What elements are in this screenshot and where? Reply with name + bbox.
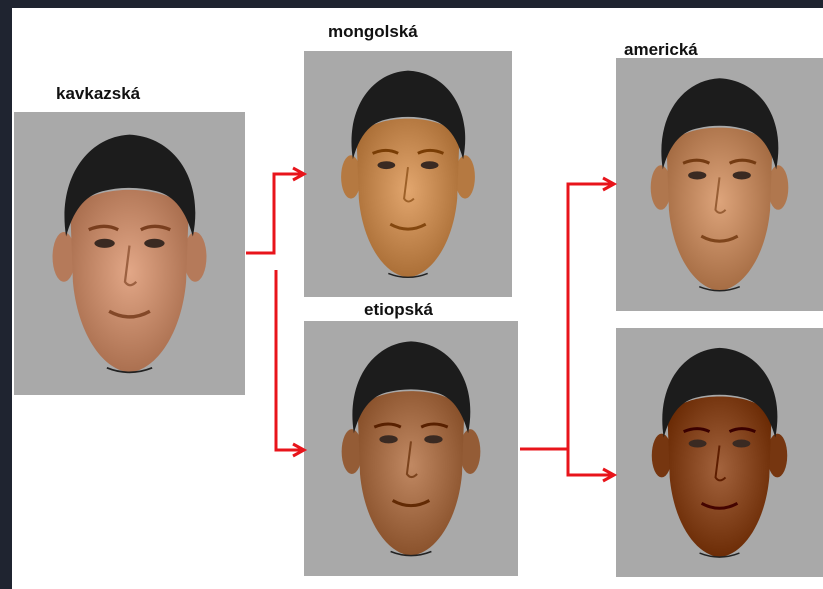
face-panel-ethiopian: [304, 321, 518, 576]
label-caucasian: kavkazská: [56, 84, 141, 103]
ear-left: [651, 433, 672, 478]
eye-right: [732, 439, 751, 448]
arrow-to-dark: [566, 449, 612, 477]
mouth: [389, 222, 427, 231]
mouth: [391, 499, 431, 508]
mouth: [700, 234, 739, 243]
diagram-canvas: kavkazská mongolská etiopská americká: [12, 8, 823, 589]
eye-left: [688, 439, 707, 448]
face-shape: [70, 189, 189, 373]
eye-right: [424, 435, 443, 444]
arrowhead-american: [602, 176, 618, 192]
mouth: [108, 309, 151, 319]
face-illustration: [341, 341, 481, 557]
arrowhead-ethiopian: [292, 442, 308, 458]
ear-left: [341, 429, 363, 474]
brow-right: [728, 427, 756, 433]
face-shape: [666, 127, 773, 291]
brow-right: [140, 224, 171, 232]
face-shape: [356, 118, 460, 278]
brow-right: [420, 422, 449, 429]
face-shape: [357, 391, 465, 556]
ear-left: [341, 155, 361, 199]
chin-line: [106, 367, 153, 374]
nose: [405, 441, 418, 479]
ear-right: [455, 155, 475, 199]
eye-left: [94, 238, 115, 248]
brow-left: [683, 427, 711, 433]
eye-right: [420, 161, 439, 170]
chin-line: [698, 286, 741, 292]
face-panel-dark: [616, 328, 823, 577]
brow-left: [373, 422, 402, 429]
ear-left: [52, 231, 76, 282]
brow-right: [728, 158, 757, 165]
chin-line: [388, 272, 428, 279]
chin-line: [699, 552, 740, 558]
hair-shape: [661, 78, 779, 170]
eye-left: [688, 171, 707, 180]
brow-left: [88, 224, 119, 232]
face-panel-american: [616, 58, 823, 311]
arrow-to-american: [520, 182, 612, 451]
brow-left: [682, 158, 711, 165]
ear-right: [459, 429, 481, 474]
label-american: americká: [624, 40, 698, 59]
face-shape: [667, 396, 772, 558]
nose: [403, 166, 415, 203]
face-illustration: [650, 78, 789, 292]
nose: [123, 245, 138, 287]
eye-left: [377, 161, 396, 170]
arrow-to-ethiopian: [274, 270, 302, 452]
eye-right: [144, 238, 165, 248]
face-illustration: [52, 134, 207, 374]
brow-right: [417, 148, 445, 155]
mouth: [700, 501, 739, 510]
ear-left: [650, 165, 671, 210]
ear-right: [768, 165, 789, 210]
arrow-to-mongoloid: [246, 172, 302, 255]
face-illustration: [341, 70, 475, 279]
face-panel-caucasian: [14, 112, 245, 395]
face-illustration: [651, 347, 788, 558]
nose: [714, 177, 727, 214]
label-ethiopian: etiopská: [364, 300, 433, 319]
hair-shape: [351, 70, 466, 160]
chin-line: [390, 550, 432, 557]
nose: [714, 445, 727, 482]
eye-left: [379, 435, 398, 444]
ear-right: [767, 433, 788, 478]
hair-shape: [352, 341, 471, 434]
hair-shape: [662, 347, 778, 438]
eye-right: [732, 171, 751, 180]
label-mongoloid: mongolská: [328, 22, 418, 41]
ear-right: [183, 231, 207, 282]
face-panel-mongoloid: [304, 51, 512, 297]
brow-left: [371, 148, 399, 155]
arrowhead-mongoloid: [292, 166, 308, 182]
arrowhead-dark: [602, 467, 618, 483]
hair-shape: [64, 134, 196, 237]
